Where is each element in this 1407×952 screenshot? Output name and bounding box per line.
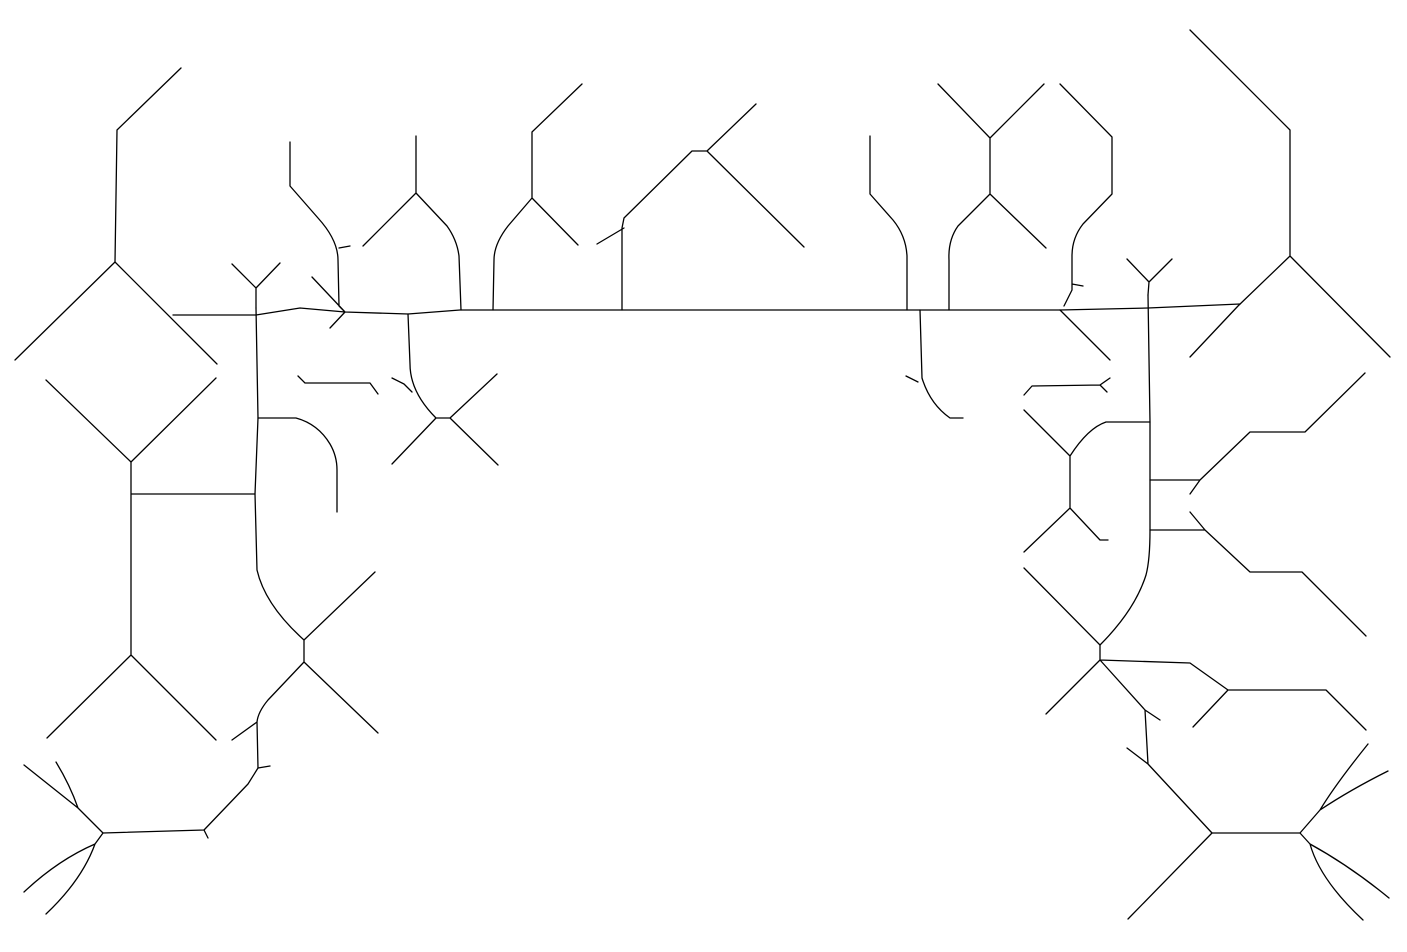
- right-y-990: [937, 83, 1047, 311]
- left-short-dash-a: [297, 375, 379, 395]
- left-center-branches: [289, 83, 805, 466]
- small-tick-338: [338, 245, 351, 249]
- big-y-622: [596, 103, 805, 311]
- right-branch-1070: [1023, 409, 1151, 553]
- x-junction-304: [231, 571, 379, 769]
- right-middle-branches: [1023, 372, 1367, 637]
- y-branch-532: [492, 83, 583, 311]
- small-hook-408: [391, 377, 413, 393]
- right-x-1100: [1023, 567, 1367, 731]
- right-stem-870: [869, 135, 908, 311]
- trunk-structure: [172, 294, 1241, 646]
- left-second-diamond: [45, 377, 217, 463]
- main-horizontal-trunk: [172, 303, 1241, 316]
- left-top-branches: [14, 67, 379, 741]
- bottom-left-fan: [23, 761, 104, 915]
- right-lower-diag: [1127, 832, 1213, 920]
- stem-near-345: [289, 141, 346, 329]
- y-branch-416: [362, 135, 462, 311]
- right-diag-1060: [1059, 309, 1111, 361]
- right-bottom-branches: [1023, 567, 1390, 921]
- x-junction-408: [391, 313, 499, 466]
- right-step-lower: [1149, 511, 1367, 637]
- right-diamond: [1189, 29, 1391, 358]
- left-long-vertical: [46, 461, 256, 741]
- right-lower-chain: [1099, 659, 1301, 834]
- left-bottom-branches: [23, 571, 379, 915]
- right-inner-drop: [905, 309, 964, 419]
- bottom-left-connector: [102, 767, 259, 834]
- bottom-right-fan: [1299, 743, 1390, 921]
- right-top-branches: [869, 29, 1391, 419]
- left-branch-inner-hook: [257, 417, 338, 513]
- right-y-1112: [1059, 83, 1113, 307]
- right-vertical-trunk: [1099, 294, 1151, 646]
- right-step-upper: [1149, 372, 1366, 495]
- left-vertical-trunk: [254, 307, 305, 641]
- right-small-v: [1126, 258, 1173, 296]
- right-short-dash: [1023, 377, 1111, 396]
- tick-204: [203, 829, 209, 839]
- left-small-v-top: [231, 262, 281, 309]
- left-diamond-right-arm: [114, 261, 218, 365]
- left-diamond-stem: [14, 67, 182, 361]
